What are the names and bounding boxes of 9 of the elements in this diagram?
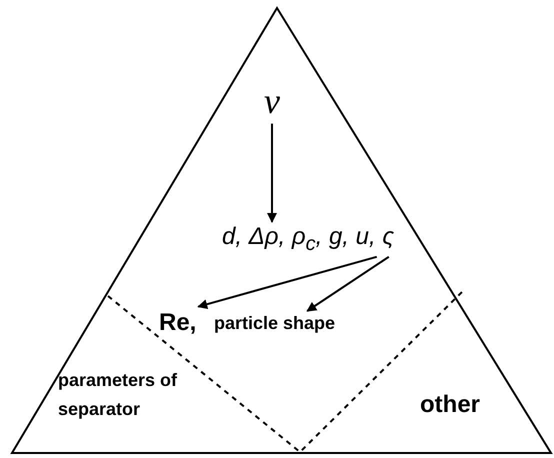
arrow <box>267 124 277 223</box>
term-label: Re, <box>159 310 196 336</box>
term-label: particle shape <box>214 314 336 334</box>
region-label: other <box>420 392 480 418</box>
variable-list: d, Δρ, ρ$_{c}$, g, u, ς <box>222 224 394 255</box>
arrow <box>197 256 378 310</box>
symbol-label: ν <box>264 82 280 122</box>
arrow <box>306 256 390 312</box>
region-label: parameters of separator <box>58 369 178 421</box>
